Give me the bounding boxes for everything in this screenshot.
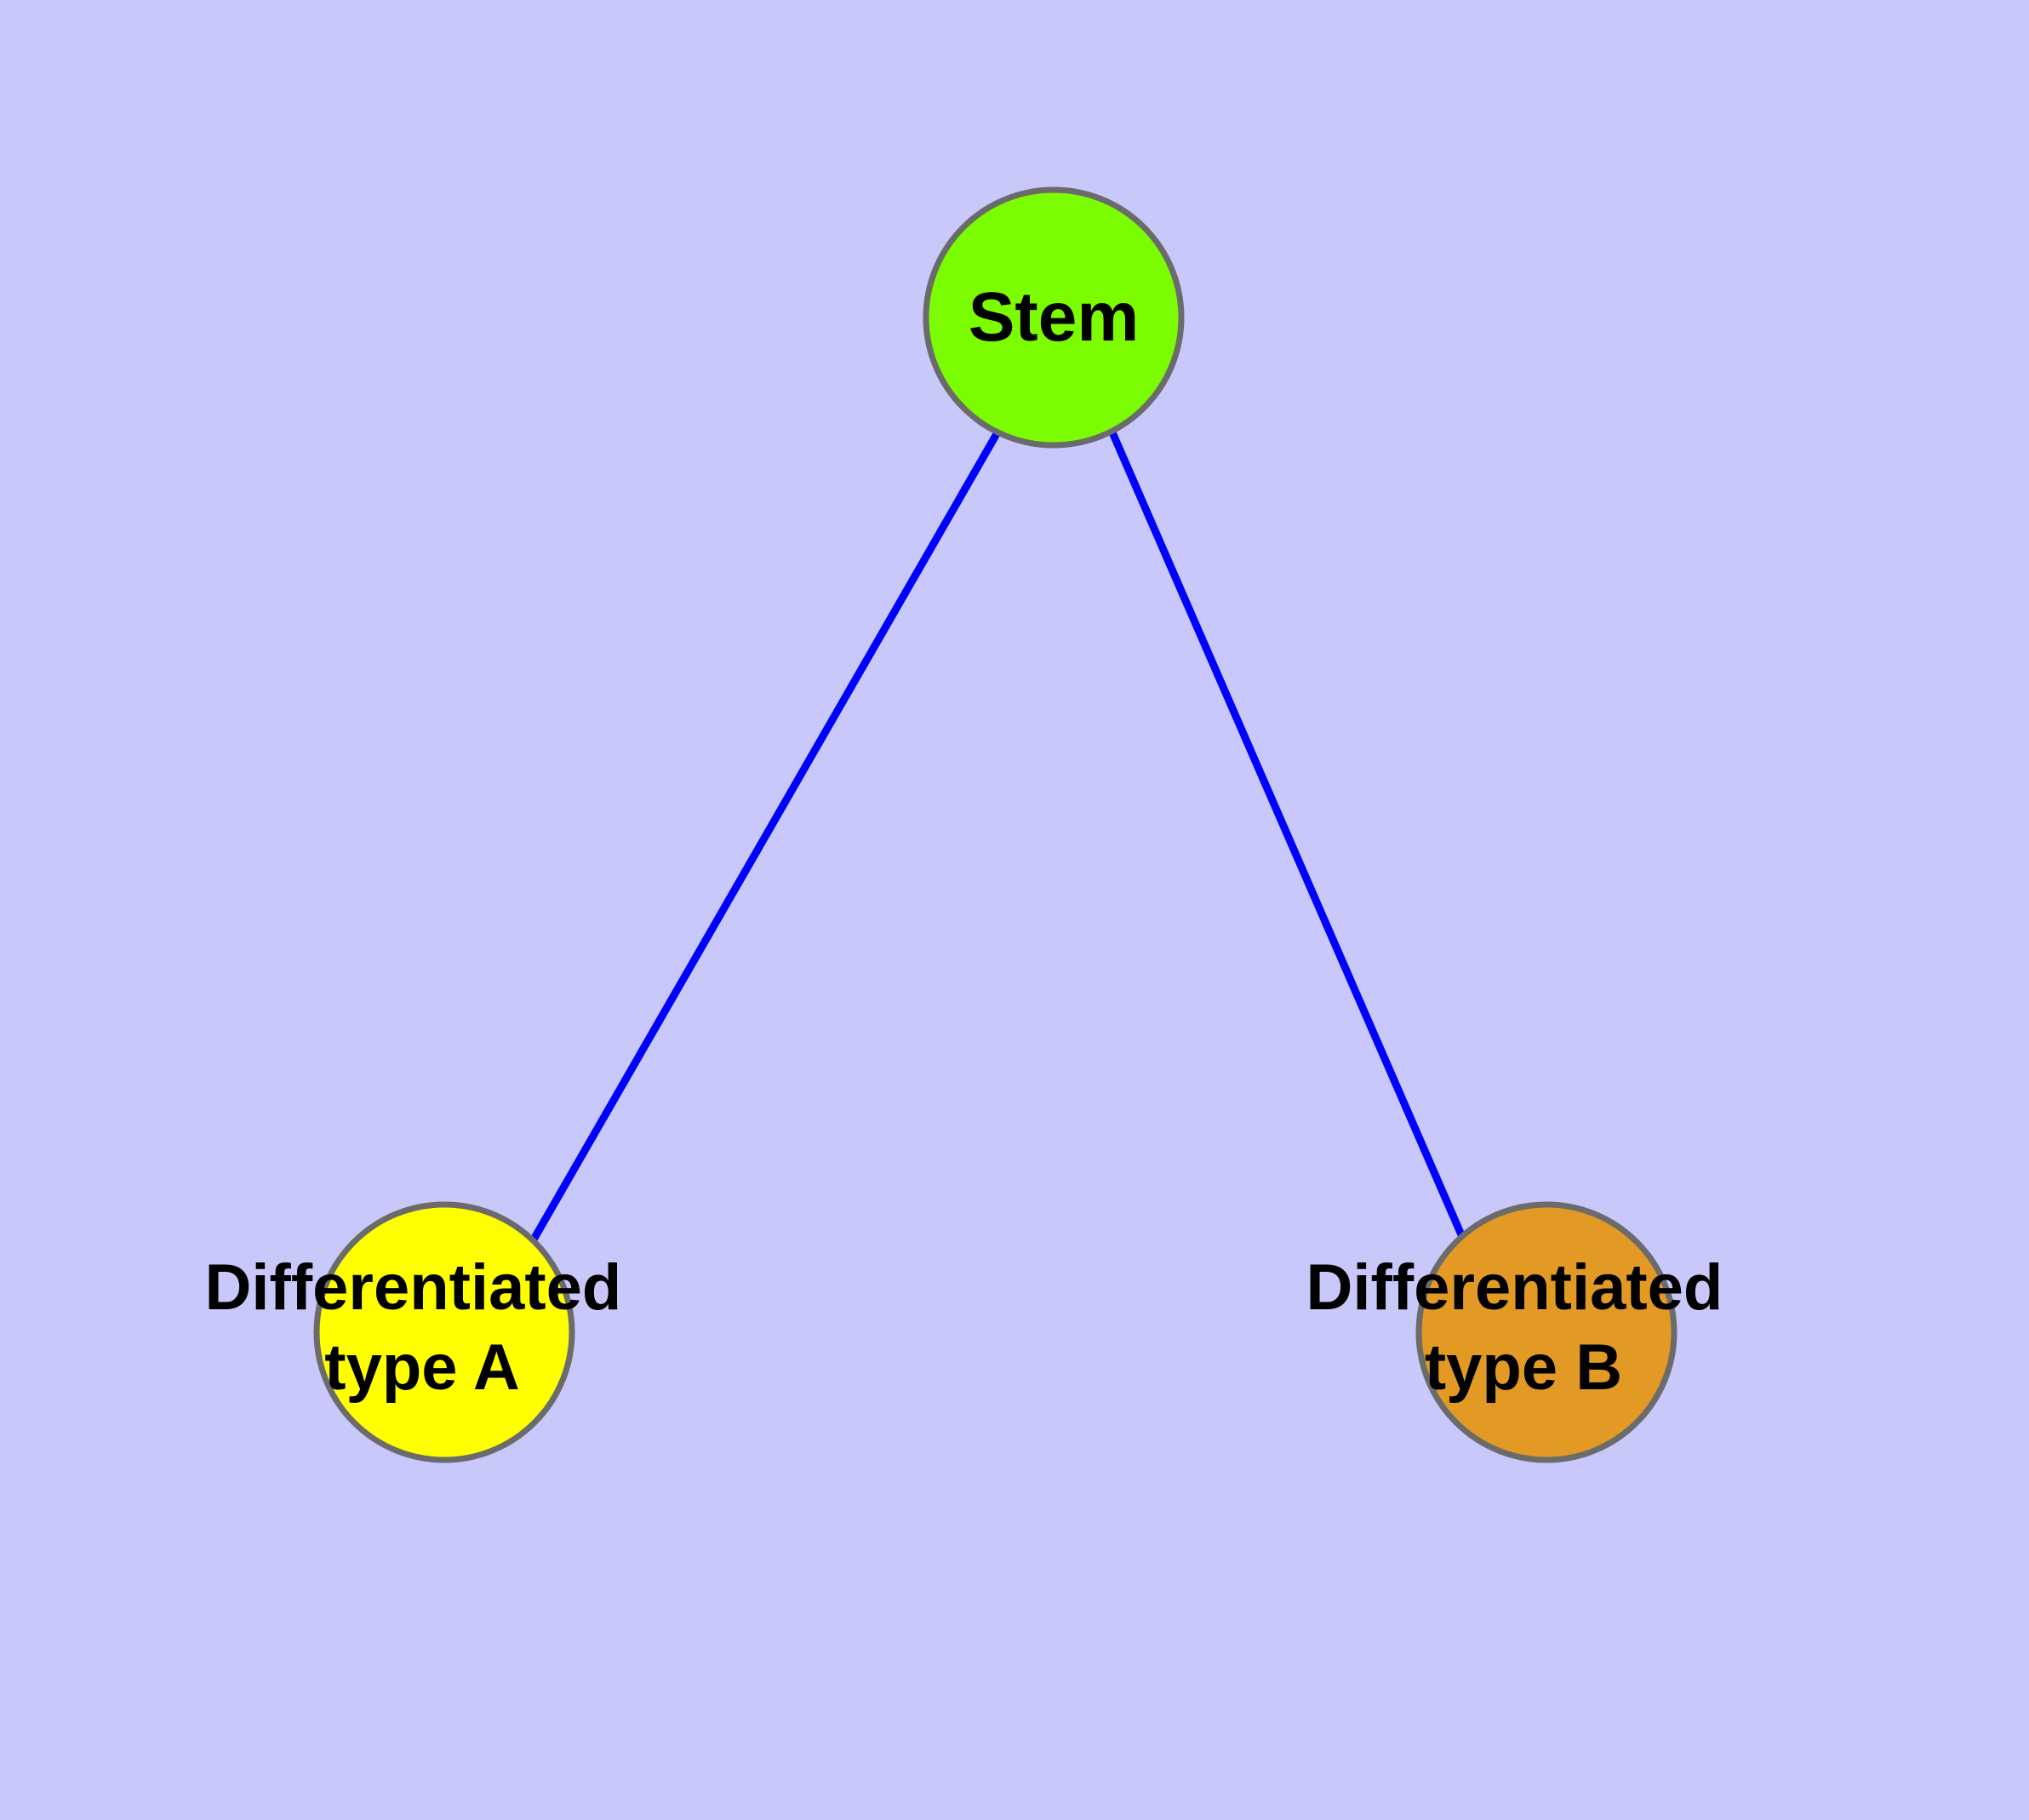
edges-group [527,430,1470,1248]
node-stem[interactable]: Stem [923,186,1185,449]
edge-stem-to-differentiated-type-b[interactable] [1108,431,1470,1246]
edge-stem-to-differentiated-type-a[interactable] [527,430,1001,1248]
node-differentiated-type-b[interactable]: Differentiated type B [1306,1201,1741,1463]
node-circle-differentiated-type-a[interactable] [313,1201,575,1463]
node-circle-differentiated-type-b[interactable] [1415,1201,1677,1463]
node-label-differentiated-type-b: Differentiated type B [1306,1251,1741,1404]
node-label-differentiated-type-a: Differentiated type A [205,1251,640,1404]
node-label-stem: Stem [969,278,1140,356]
node-differentiated-type-a[interactable]: Differentiated type A [205,1201,640,1463]
nodes-group: Stem Differentiated type A Differentiate… [205,186,1741,1463]
node-circle-stem[interactable] [923,186,1185,449]
